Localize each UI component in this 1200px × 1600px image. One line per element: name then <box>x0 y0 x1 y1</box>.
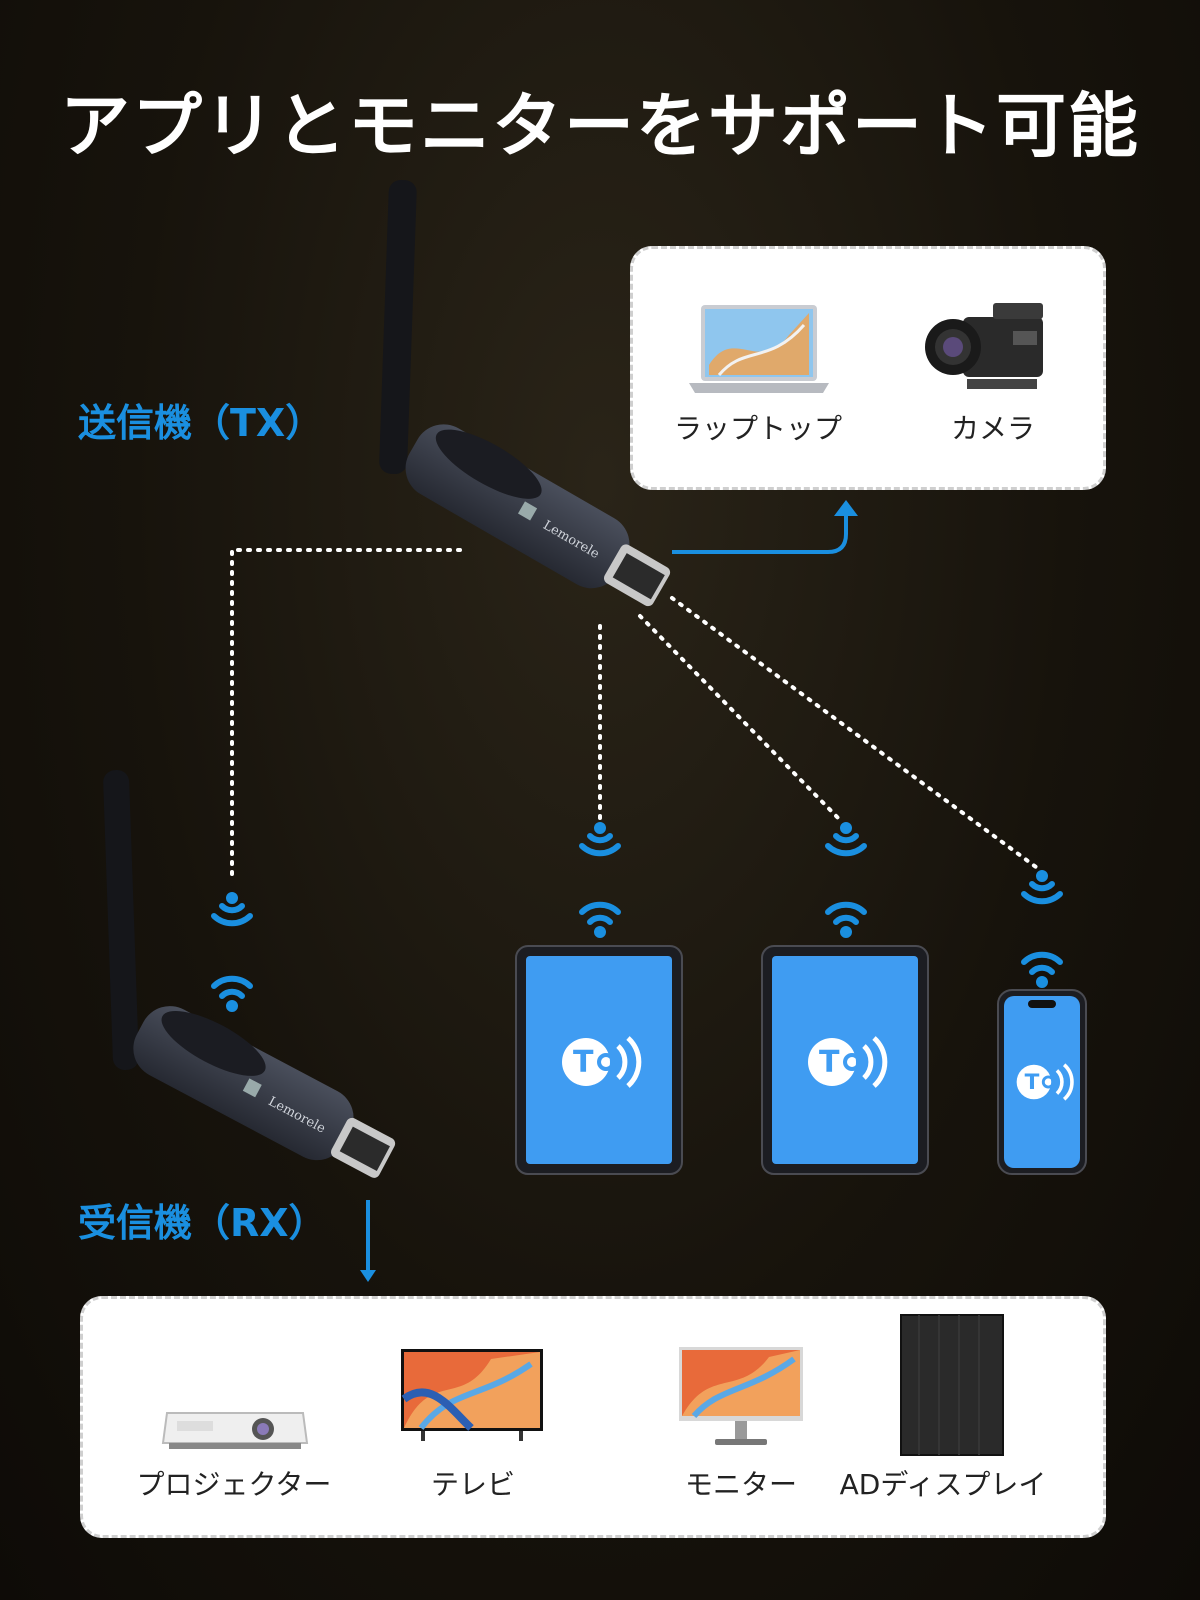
display-item-label: テレビ <box>430 1468 515 1501</box>
wifi-icon <box>211 892 253 927</box>
wifi-icon <box>1021 951 1063 988</box>
display-item-label: ADディスプレイ <box>839 1468 1047 1501</box>
tablet-device: T <box>761 945 929 1175</box>
rx-label: 受信機（RX） <box>78 1201 327 1245</box>
svg-text:T: T <box>819 1045 840 1080</box>
tx-dongle: Lemorele <box>379 180 671 607</box>
wifi-icon <box>825 822 867 857</box>
display-item-label: プロジェクター <box>136 1468 332 1501</box>
tv-icon <box>401 1349 543 1441</box>
monitor-icon <box>679 1347 803 1445</box>
tablet-device: T <box>515 945 683 1175</box>
page-title: アプリとモニターをサポート可能 <box>60 85 1140 167</box>
source-item-label: ラップトップ <box>673 412 842 445</box>
wifi-icon <box>579 901 621 938</box>
wifi-icon <box>211 975 253 1012</box>
rx-dongle: Lemorele <box>103 770 396 1178</box>
tx-label: 送信機（TX） <box>78 401 324 445</box>
projector-icon <box>161 1412 309 1449</box>
wifi-icon <box>1021 870 1063 905</box>
tx-antenna <box>379 180 417 474</box>
camera-icon <box>925 303 1043 389</box>
ad-display-icon <box>900 1314 1004 1456</box>
display-devices-card: プロジェクター テレビ モニター ADディスプレイ <box>80 1296 1106 1538</box>
svg-text:T: T <box>573 1045 594 1080</box>
tx-output-arrow <box>672 512 848 554</box>
cast-app-icon: T <box>808 1036 888 1088</box>
display-item-label: モニター <box>684 1468 797 1501</box>
laptop-icon <box>689 305 829 393</box>
cast-app-icon: T <box>562 1036 642 1088</box>
source-devices-card: ラップトップ カメラ <box>630 246 1106 490</box>
phone-device: T <box>997 989 1087 1175</box>
svg-text:T: T <box>1025 1070 1040 1095</box>
phone-link-line <box>670 596 1042 872</box>
source-item-label: カメラ <box>950 412 1035 445</box>
tx-rx-link-line <box>230 548 462 882</box>
wifi-icon <box>825 901 867 938</box>
tablet2-link-line <box>638 614 844 824</box>
wifi-icon <box>579 822 621 857</box>
rx-antenna <box>103 770 139 1070</box>
